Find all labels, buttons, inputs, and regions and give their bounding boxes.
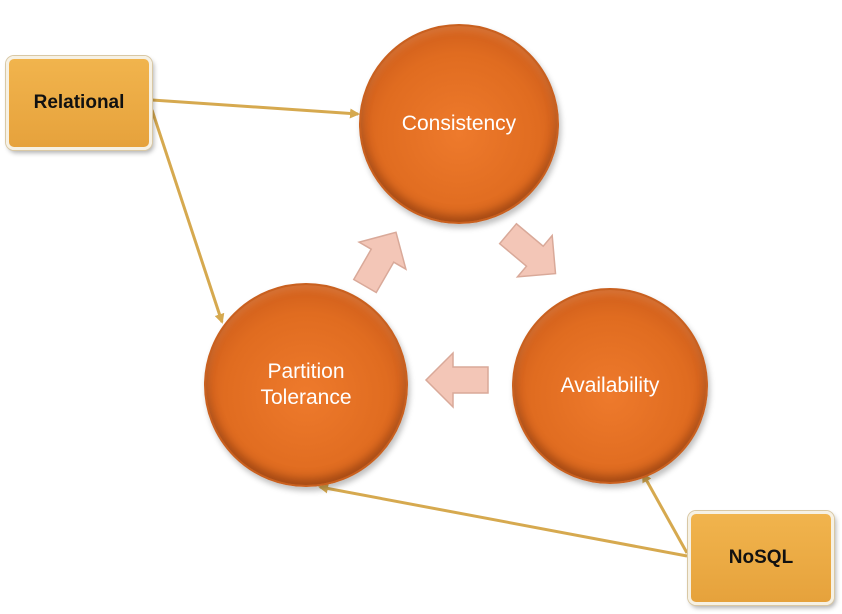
node-availability-label: Availability — [560, 374, 660, 397]
cycle-arrow-availability-to-partition — [424, 351, 489, 409]
cycle-arrow-partition-to-consistency — [352, 231, 408, 294]
box-nosql: NoSQL — [688, 511, 834, 605]
node-availability: Availability — [512, 288, 708, 484]
box-relational-label: Relational — [33, 92, 125, 113]
node-consistency: Consistency — [359, 24, 559, 224]
cycle-arrow-consistency-to-availability — [498, 222, 557, 278]
connector-relational-partition — [150, 109, 225, 324]
connector-nosql-availability — [641, 472, 689, 554]
connector-relational-consistency — [151, 98, 360, 119]
connector-nosql-partition — [318, 483, 688, 558]
box-nosql-label: NoSQL — [728, 547, 794, 568]
box-relational: Relational — [6, 56, 152, 150]
node-partition-tolerance-label: Partition Tolerance — [260, 360, 352, 409]
node-consistency-label: Consistency — [401, 112, 517, 135]
node-partition-tolerance: Partition Tolerance — [204, 283, 408, 487]
